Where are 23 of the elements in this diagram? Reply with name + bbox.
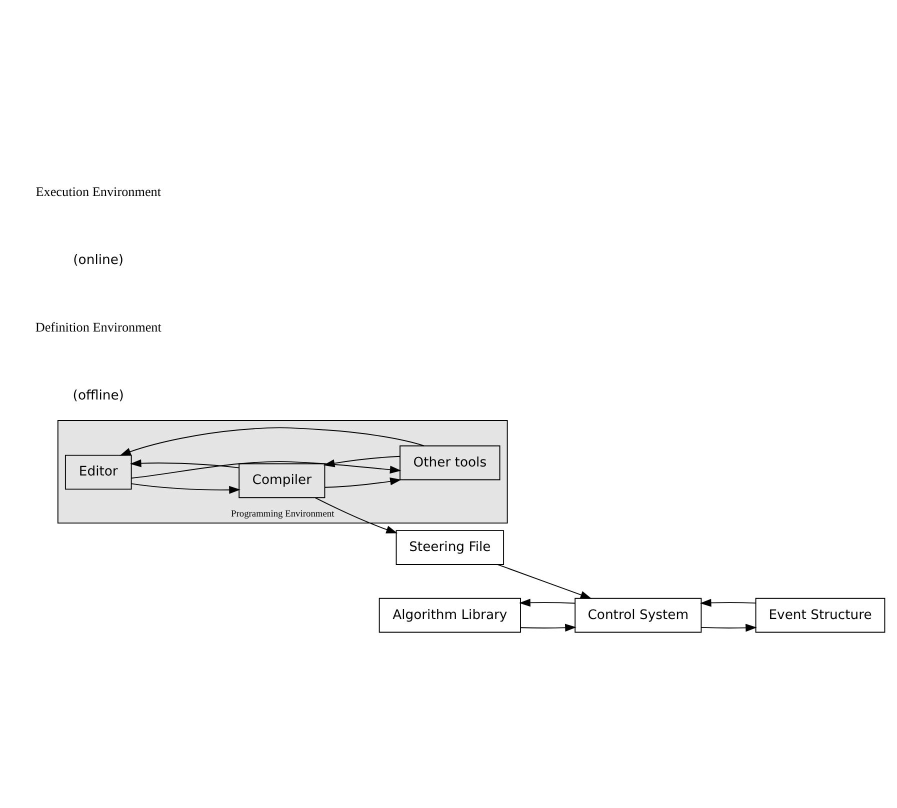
label: Execution Environment (36, 184, 162, 200)
node-box: Algorithm Library (378, 598, 521, 633)
node-box: Control System (574, 598, 702, 633)
arrow (323, 456, 400, 468)
arrow (520, 624, 576, 632)
label: Definition Environment (35, 320, 162, 335)
arrow (519, 598, 576, 607)
node-box: Event Structure (755, 598, 886, 633)
node-box: Other tools (400, 445, 500, 480)
arrow (497, 564, 592, 599)
label: (online) (73, 252, 124, 268)
arrow (120, 427, 425, 456)
arrow (700, 624, 757, 632)
node-box: Compiler (238, 463, 326, 498)
arrow (700, 598, 756, 607)
arrow (130, 483, 240, 494)
label: (offline) (72, 388, 124, 404)
arrow (324, 477, 402, 488)
node-box: Editor (64, 454, 132, 490)
arrow (130, 459, 240, 468)
node-box: Steering File (396, 530, 504, 565)
arrow (314, 497, 398, 534)
arrow (131, 461, 402, 479)
